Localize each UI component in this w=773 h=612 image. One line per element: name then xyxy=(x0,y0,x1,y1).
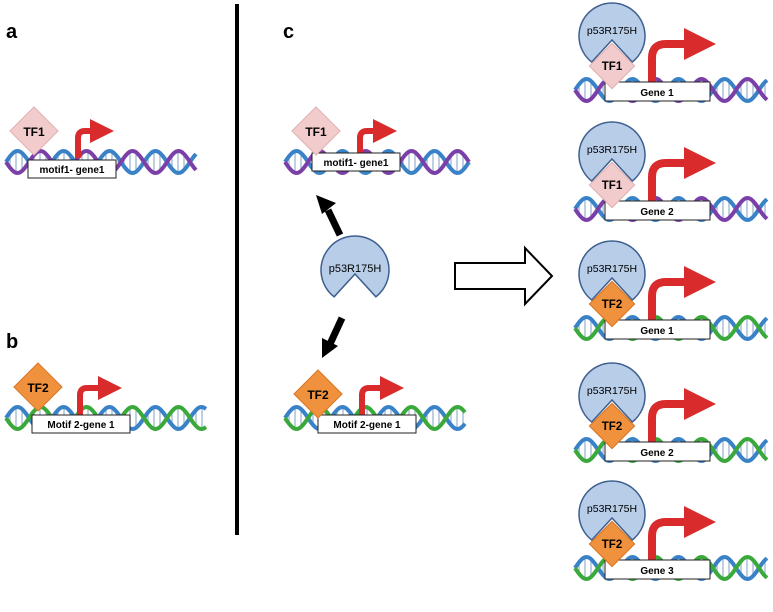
gene-box xyxy=(317,414,417,434)
p53-label: p53R175H xyxy=(587,25,637,37)
big-hollow-arrow xyxy=(454,245,554,307)
gene-box xyxy=(604,319,711,340)
gene-label: Gene 2 xyxy=(640,207,674,218)
tf1-diamond xyxy=(588,42,636,90)
tf1-label: TF1 xyxy=(602,180,623,192)
tf2-diamond xyxy=(588,402,636,450)
panel-c-bottom-complex: Motif 2-gene 1 TF2 xyxy=(283,369,467,434)
p53-label: p53R175H xyxy=(587,385,637,397)
tf1-diamond xyxy=(291,106,341,156)
result-row: Gene 1 p53R175H TF1 xyxy=(573,2,769,104)
tf2-label: TF2 xyxy=(307,388,329,402)
result-row: Gene 2 p53R175H TF1 xyxy=(573,121,769,223)
panel-label-a: a xyxy=(6,21,18,43)
tf2-diamond xyxy=(588,520,636,568)
panel-c-top-complex: motif1- gene1 TF1 xyxy=(283,106,471,176)
panel-b: Motif 2-gene 1 TF2 xyxy=(4,362,208,434)
transcription-arrow xyxy=(648,388,716,446)
gene-label: Gene 1 xyxy=(640,88,674,99)
p53-label: p53R175H xyxy=(329,263,382,275)
gene-box xyxy=(604,200,711,221)
p53-shape xyxy=(578,362,646,424)
tf1-label: TF1 xyxy=(602,61,623,73)
black-arrow-up xyxy=(324,208,344,237)
transcription-arrow xyxy=(648,147,716,205)
tf1-diamond xyxy=(588,161,636,209)
black-arrow-down-head xyxy=(322,338,338,358)
p53-label: p53R175H xyxy=(587,263,637,275)
gene-box xyxy=(31,414,131,434)
transcription-arrow xyxy=(648,506,716,564)
gene-box xyxy=(311,152,401,172)
result-row: Gene 3 p53R175H TF2 xyxy=(573,480,769,582)
tf2-label: TF2 xyxy=(602,539,622,551)
panel-label-c: c xyxy=(283,21,294,43)
result-row: Gene 1 p53R175H TF2 xyxy=(573,240,769,342)
p53-shape xyxy=(578,2,646,64)
gene-box-label: motif1- gene1 xyxy=(323,158,388,169)
gene-box-label: Motif 2-gene 1 xyxy=(47,420,115,431)
tf1-diamond xyxy=(9,106,59,156)
gene-box xyxy=(27,159,117,179)
tf1-label: TF1 xyxy=(23,125,45,139)
gene-label: Gene 1 xyxy=(640,326,674,337)
black-arrow-up-head xyxy=(316,195,336,214)
gene-box xyxy=(604,441,711,462)
tf2-diamond xyxy=(13,362,63,412)
gene-box xyxy=(604,81,711,102)
gene-label: Gene 2 xyxy=(640,448,674,459)
p53-shape xyxy=(578,480,646,542)
p53-label: p53R175H xyxy=(587,144,637,156)
p53-label: p53R175H xyxy=(587,503,637,515)
tf2-diamond xyxy=(293,369,343,419)
black-arrow-down xyxy=(326,316,346,346)
gene-box-label: motif1- gene1 xyxy=(39,165,104,176)
p53-shape xyxy=(320,235,390,298)
transcription-arrow xyxy=(75,119,114,158)
transcription-arrow xyxy=(77,376,122,415)
tf2-diamond xyxy=(588,280,636,328)
transcription-arrow xyxy=(648,266,716,324)
tf2-label: TF2 xyxy=(27,381,49,395)
tf1-label: TF1 xyxy=(305,125,327,139)
transcription-arrow xyxy=(357,119,397,158)
p53-protein-center: p53R175H xyxy=(320,235,390,298)
tf2-label: TF2 xyxy=(602,421,622,433)
result-row: Gene 2 p53R175H TF2 xyxy=(573,362,769,464)
tf2-label: TF2 xyxy=(602,299,622,311)
panel-label-b: b xyxy=(6,331,18,353)
p53-shape xyxy=(578,240,646,302)
p53-shape xyxy=(578,121,646,183)
gene-box xyxy=(604,559,711,580)
transcription-arrow xyxy=(359,376,404,415)
gene-box-label: Motif 2-gene 1 xyxy=(333,420,401,431)
gene-label: Gene 3 xyxy=(640,566,674,577)
panel-a: motif1- gene1 TF1 xyxy=(4,106,198,179)
transcription-arrow xyxy=(648,28,716,86)
